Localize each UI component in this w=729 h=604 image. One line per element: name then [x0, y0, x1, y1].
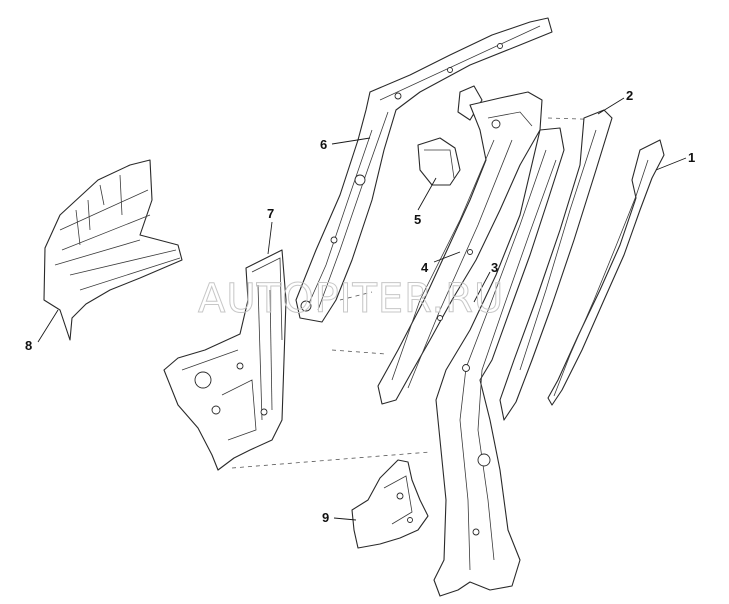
leader-lines — [37, 97, 687, 521]
part-3-outer-pillar — [433, 127, 565, 597]
callout-7: 7 — [267, 206, 274, 221]
callout-labels: 1 2 3 4 5 6 7 8 9 — [25, 88, 695, 525]
part-8-dash-panel — [43, 159, 183, 341]
callout-5: 5 — [414, 212, 421, 227]
part-9-bracket — [351, 459, 429, 549]
part-1-seal-strip — [547, 139, 665, 406]
construction-lines — [231, 117, 613, 469]
callout-4: 4 — [421, 260, 429, 275]
part-5-bracket — [417, 85, 483, 186]
part-4-inner-pillar — [377, 91, 543, 405]
part-7-hinge-pillar-lower — [163, 249, 287, 471]
part-6-windshield-pillar — [295, 17, 553, 323]
callout-1: 1 — [688, 150, 695, 165]
callout-6: 6 — [320, 137, 327, 152]
watermark-text: AUTOPITER.RU — [198, 276, 504, 322]
callout-2: 2 — [626, 88, 633, 103]
part-2-reinforcement — [499, 109, 613, 421]
callout-3: 3 — [491, 260, 498, 275]
callout-8: 8 — [25, 338, 32, 353]
callout-9: 9 — [322, 510, 329, 525]
